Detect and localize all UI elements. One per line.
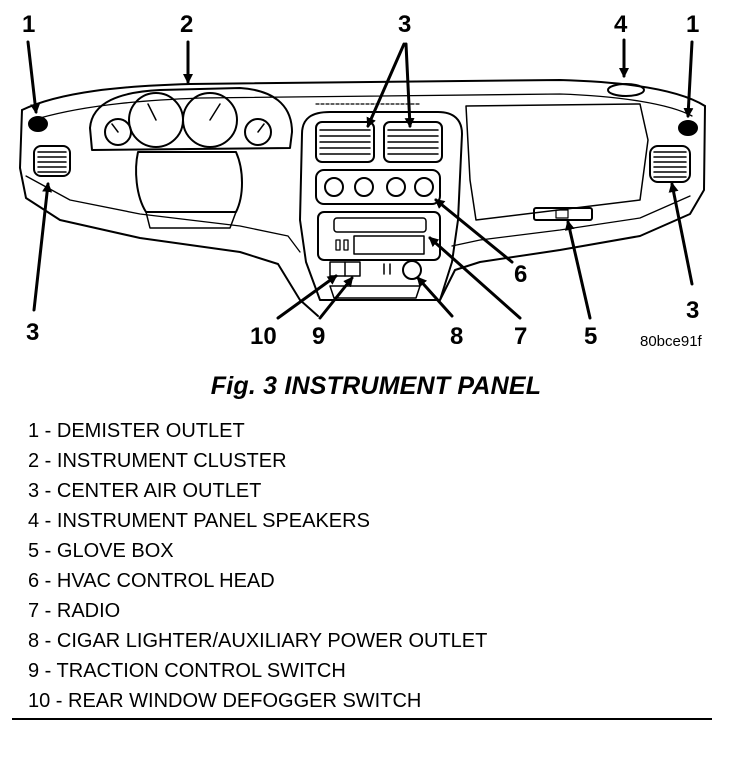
leader-3-top-b: [404, 42, 415, 128]
legend-item: 9 - TRACTION CONTROL SWITCH: [28, 660, 346, 682]
callout-6: 6: [514, 261, 527, 288]
center-stack: [299, 111, 463, 301]
legend-list: 1 - DEMISTER OUTLET 2 - INSTRUMENT CLUST…: [28, 416, 487, 716]
callout-4: 4: [614, 11, 628, 38]
bottom-divider: [12, 718, 712, 720]
demister-outlet-right: [678, 120, 698, 136]
leader-3-left: [32, 182, 53, 312]
callout-7: 7: [514, 323, 527, 350]
callout-3-left: 3: [26, 319, 39, 346]
leader-5: [564, 220, 592, 320]
leader-10: [276, 274, 338, 320]
legend-item: 4 - INSTRUMENT PANEL SPEAKERS: [28, 510, 370, 532]
callout-1-left: 1: [22, 11, 35, 38]
legend-item: 7 - RADIO: [28, 600, 121, 622]
side-air-outlet-left: [33, 145, 71, 177]
leader-3-top-a: [366, 42, 406, 128]
demister-outlet-left: [28, 116, 48, 132]
figure-caption: Fig. 3 INSTRUMENT PANEL: [210, 372, 542, 400]
dashboard-outline: [19, 105, 706, 317]
callout-3-right: 3: [686, 297, 699, 324]
leader-1-right: [683, 40, 694, 118]
leader-6: [434, 198, 514, 264]
legend-item: 3 - CENTER AIR OUTLET: [28, 480, 262, 502]
callout-5: 5: [584, 323, 597, 350]
legend-item: 6 - HVAC CONTROL HEAD: [28, 570, 275, 592]
legend-item: 10 - REAR WINDOW DEFOGGER SWITCH: [28, 690, 422, 712]
instrument-panel-diagram: 1 2 3 4 1 3 3 10 9 8 7 6 5 80bce91f: [19, 11, 706, 350]
leader-1-left: [26, 40, 41, 114]
callout-8: 8: [450, 323, 463, 350]
dashboard-lower-right: [451, 195, 691, 247]
dashboard-top-edge: [21, 79, 706, 111]
figure-code: 80bce91f: [640, 333, 703, 350]
instrument-cluster: [89, 87, 293, 229]
leader-8: [416, 276, 454, 318]
callout-9: 9: [312, 323, 325, 350]
dashboard-lower-left: [25, 175, 301, 253]
legend-item: 8 - CIGAR LIGHTER/AUXILIARY POWER OUTLET: [28, 630, 488, 652]
leader-3-right: [668, 182, 694, 286]
glove-box: [465, 103, 649, 221]
side-air-outlet-right: [649, 145, 691, 183]
callout-10: 10: [250, 323, 277, 350]
legend-item: 1 - DEMISTER OUTLET: [28, 420, 245, 442]
dashboard-top-inner: [39, 93, 693, 119]
legend-item: 5 - GLOVE BOX: [28, 540, 174, 562]
leader-7: [428, 236, 522, 320]
callout-1-right: 1: [686, 11, 699, 38]
leader-9: [318, 276, 354, 320]
instrument-panel-speaker: [607, 83, 645, 97]
callout-2: 2: [180, 11, 193, 38]
callout-3-top: 3: [398, 11, 411, 38]
legend-item: 2 - INSTRUMENT CLUSTER: [28, 450, 287, 472]
